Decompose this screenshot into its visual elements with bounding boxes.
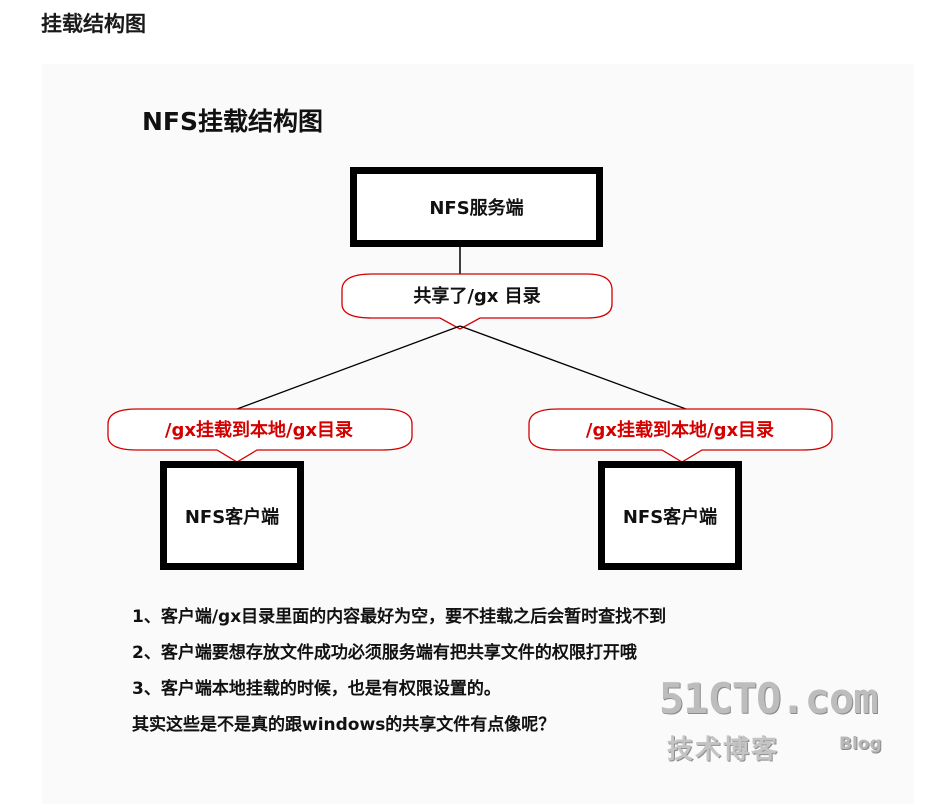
note-item: 3、客户端本地挂载的时候，也是有权限设置的。 bbox=[132, 679, 501, 699]
note-item: 其实这些是不是真的跟windows的共享文件有点像呢？ bbox=[132, 715, 556, 735]
nfs-client-box-left: NFS客户端 bbox=[160, 461, 304, 570]
diagram-connectors bbox=[107, 247, 833, 463]
right-mount-label: /gx挂载到本地/gx目录 bbox=[585, 420, 775, 441]
note-item: 1、客户端/gx目录里面的内容最好为空，要不挂载之后会暂时查找不到 bbox=[132, 607, 667, 627]
watermark-51cto: 51CTO.com 技术博客 Blog bbox=[659, 674, 909, 765]
watermark-sub-text: 技术博客 bbox=[667, 735, 780, 765]
notes-list: 1、客户端/gx目录里面的内容最好为空，要不挂载之后会暂时查找不到 2、客户端要… bbox=[132, 599, 666, 743]
right-connector bbox=[459, 325, 687, 410]
right-mount-cloud bbox=[528, 408, 833, 463]
nfs-diagram-figure: NFS挂载结构图 NFS服务端 共享了/gx 目录 /gx挂载到本地/gx目录 … bbox=[42, 64, 914, 804]
watermark-blog-text: Blog bbox=[839, 734, 882, 754]
nfs-server-box: NFS服务端 bbox=[350, 167, 603, 247]
share-cloud bbox=[341, 273, 613, 330]
diagram-title: NFS挂载结构图 bbox=[142, 107, 324, 136]
note-item: 2、客户端要想存放文件成功必须服务端有把共享文件的权限打开哦 bbox=[132, 643, 637, 663]
nfs-server-label: NFS服务端 bbox=[429, 198, 524, 219]
nfs-client-label-right: NFS客户端 bbox=[622, 506, 718, 528]
left-mount-label: /gx挂载到本地/gx目录 bbox=[164, 420, 354, 441]
left-connector bbox=[236, 325, 461, 410]
left-mount-cloud bbox=[107, 408, 413, 463]
page-heading: 挂载结构图 bbox=[41, 12, 146, 36]
nfs-client-label-left: NFS客户端 bbox=[184, 506, 280, 528]
watermark-main-text: 51CTO.com bbox=[659, 674, 879, 723]
nfs-client-box-right: NFS客户端 bbox=[598, 461, 742, 570]
share-label: 共享了/gx 目录 bbox=[413, 286, 541, 307]
